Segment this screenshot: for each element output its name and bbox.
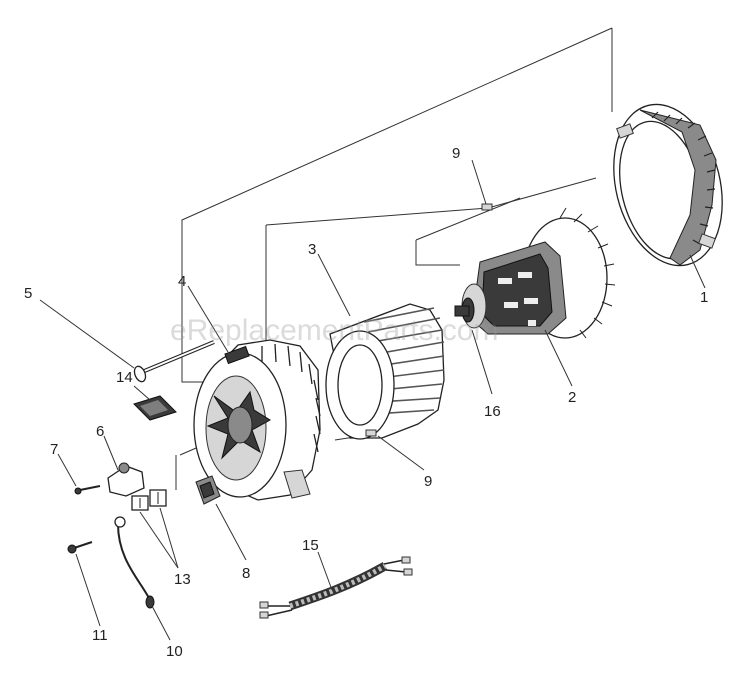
callout-16: 16	[484, 403, 501, 420]
part-10-ground-wire	[114, 516, 155, 609]
callout-9-top: 9	[452, 145, 460, 162]
callout-15: 15	[302, 537, 319, 554]
part-6-brush-holder	[107, 462, 145, 497]
callout-labels: 1 2 3 4 5 6 7 8 9 9 10 11 13 14 15 16	[24, 145, 708, 660]
callout-8: 8	[242, 565, 250, 582]
callout-13: 13	[174, 571, 191, 588]
part-14-pad	[133, 395, 177, 421]
callout-1: 1	[700, 289, 708, 306]
callout-5: 5	[24, 285, 32, 302]
callout-leaders	[39, 159, 706, 641]
part-11-screw	[67, 541, 93, 554]
part-7-screw	[74, 485, 101, 495]
callout-3: 3	[308, 241, 316, 258]
part-8-clip	[195, 475, 221, 505]
callout-2: 2	[568, 389, 576, 406]
part-13-brushes	[131, 489, 167, 511]
part-2-rotor	[454, 207, 616, 339]
callout-14: 14	[116, 369, 133, 386]
part-3-stator	[325, 303, 445, 440]
part-15-harness	[259, 556, 413, 619]
callout-7: 7	[50, 441, 58, 458]
callout-9-bottom: 9	[424, 473, 432, 490]
part-5-through-bolt	[133, 340, 215, 383]
assembly-leader-lines	[175, 27, 613, 490]
callout-10: 10	[166, 643, 183, 660]
watermark-text: eReplacementParts.com	[170, 314, 498, 347]
callout-6: 6	[96, 423, 104, 440]
part-1-rear-housing	[613, 103, 723, 267]
callout-11: 11	[92, 627, 108, 644]
part-4-end-bell	[193, 339, 321, 501]
part-9-dowel-pins	[365, 203, 493, 437]
callout-4: 4	[178, 273, 186, 290]
